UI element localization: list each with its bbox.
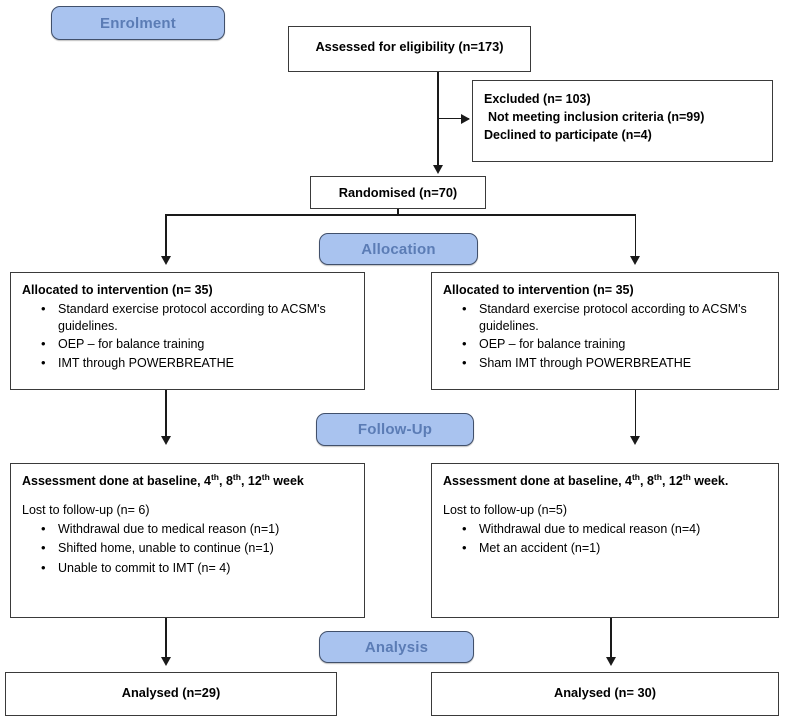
stage-label-followup: Follow-Up	[316, 413, 474, 446]
list-item: Shifted home, unable to continue (n=1)	[41, 539, 353, 557]
stage-label-enrolment-text: Enrolment	[100, 14, 176, 32]
connector-split-right	[634, 214, 637, 262]
arrowhead-allocation-right	[630, 256, 641, 265]
followup-left-lost: Lost to follow-up (n= 6)	[22, 502, 150, 517]
stage-label-allocation: Allocation	[319, 233, 478, 265]
connector-alloc-left-to-followup	[165, 390, 167, 442]
allocation-right-head: Allocated to intervention (n= 35)	[443, 283, 634, 297]
ordinal-sup: th	[631, 471, 640, 482]
followup-right-head: Assessment done at baseline, 4th, 8th, 1…	[443, 473, 767, 490]
stage-label-analysis: Analysis	[319, 631, 474, 663]
connector-alloc-right-to-followup	[634, 390, 637, 442]
followup-right-head-mid1: , 8	[640, 474, 654, 488]
excluded-reason-1: Not meeting inclusion criteria (n=99)	[488, 110, 705, 125]
connector-randomised-stem	[397, 209, 399, 215]
stage-label-allocation-text: Allocation	[361, 240, 436, 258]
randomised-label: Randomised (n=70)	[338, 185, 458, 200]
followup-left-head-mid1: , 8	[219, 474, 233, 488]
box-assessed-for-eligibility: Assessed for eligibility (n=173)	[288, 26, 531, 72]
allocation-left-list: Standard exercise protocol according to …	[22, 300, 353, 372]
followup-left-head: Assessment done at baseline, 4th, 8th, 1…	[22, 473, 353, 490]
spacer	[443, 490, 767, 501]
arrowhead-analysis-right	[605, 657, 616, 666]
connector-randomised-split	[165, 214, 636, 216]
stage-label-analysis-text: Analysis	[364, 638, 429, 656]
excluded-reason-2: Declined to participate (n=4)	[484, 128, 652, 143]
arrowhead-followup-left	[160, 436, 171, 445]
allocation-right-list: Standard exercise protocol according to …	[443, 300, 767, 372]
ordinal-sup: th	[653, 471, 662, 482]
stage-label-enrolment: Enrolment	[51, 6, 225, 40]
connector-followup-left-to-analysis	[165, 618, 167, 663]
followup-right-head-suffix: week.	[690, 474, 729, 488]
followup-left-head-suffix: week	[269, 474, 304, 488]
excluded-head: Excluded (n= 103)	[484, 92, 591, 106]
list-item: OEP – for balance training	[41, 335, 353, 353]
ordinal-sup: th	[682, 471, 691, 482]
ordinal-sup: th	[232, 471, 241, 482]
list-item: Standard exercise protocol according to …	[41, 300, 353, 336]
list-item: Met an accident (n=1)	[462, 539, 767, 557]
box-analysed-left: Analysed (n=29)	[5, 672, 337, 716]
box-randomised: Randomised (n=70)	[310, 176, 486, 209]
followup-right-head-prefix: Assessment done at baseline, 4	[443, 474, 632, 488]
assessed-label: Assessed for eligibility (n=173)	[315, 39, 504, 54]
followup-right-lost: Lost to follow-up (n=5)	[443, 502, 568, 517]
arrowhead-analysis-left	[160, 657, 171, 666]
box-excluded: Excluded (n= 103) Not meeting inclusion …	[472, 80, 773, 162]
box-allocation-right: Allocated to intervention (n= 35) Standa…	[431, 272, 779, 390]
ordinal-sup: th	[210, 471, 219, 482]
list-item: Withdrawal due to medical reason (n=4)	[462, 520, 767, 538]
arrowhead-allocation-left	[160, 256, 171, 265]
followup-right-list: Withdrawal due to medical reason (n=4) M…	[443, 520, 767, 558]
arrowhead-followup-right	[630, 436, 641, 445]
arrowhead-to-randomised	[432, 165, 443, 174]
followup-left-head-prefix: Assessment done at baseline, 4	[22, 474, 211, 488]
connector-split-left	[165, 214, 167, 262]
allocation-left-head: Allocated to intervention (n= 35)	[22, 283, 213, 297]
ordinal-sup: th	[261, 471, 270, 482]
arrowhead-to-excluded	[461, 113, 470, 124]
connector-to-excluded	[437, 117, 469, 120]
followup-left-list: Withdrawal due to medical reason (n=1) S…	[22, 520, 353, 577]
stage-label-followup-text: Follow-Up	[357, 421, 433, 438]
analysed-left-label: Analysed (n=29)	[121, 685, 221, 700]
followup-left-head-mid2: , 12	[240, 474, 262, 488]
connector-followup-right-to-analysis	[610, 618, 612, 663]
list-item: OEP – for balance training	[462, 335, 767, 353]
box-followup-right: Assessment done at baseline, 4th, 8th, 1…	[431, 463, 779, 618]
followup-right-head-mid2: , 12	[661, 474, 683, 488]
list-item: Sham IMT through POWERBREATHE	[462, 354, 767, 372]
analysed-right-label: Analysed (n= 30)	[553, 685, 657, 700]
list-item: Withdrawal due to medical reason (n=1)	[41, 520, 353, 538]
box-analysed-right: Analysed (n= 30)	[431, 672, 779, 716]
list-item: Standard exercise protocol according to …	[462, 300, 767, 336]
connector-assessed-to-randomised	[437, 72, 439, 172]
box-allocation-left: Allocated to intervention (n= 35) Standa…	[10, 272, 365, 390]
spacer	[22, 490, 353, 501]
list-item: IMT through POWERBREATHE	[41, 354, 353, 372]
list-item: Unable to commit to IMT (n= 4)	[41, 558, 353, 577]
box-followup-left: Assessment done at baseline, 4th, 8th, 1…	[10, 463, 365, 618]
